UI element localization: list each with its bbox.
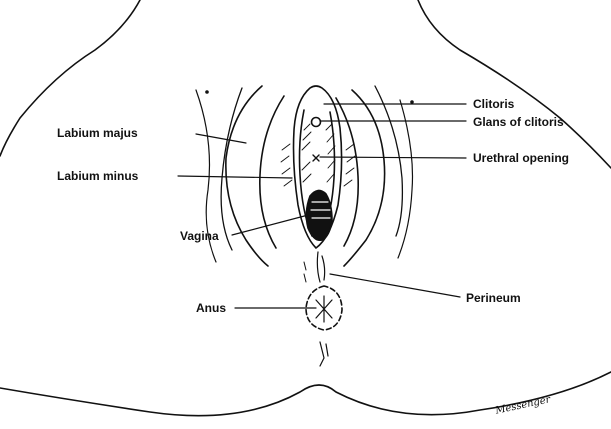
- vaginal-opening: [306, 190, 332, 240]
- anus-center: [316, 296, 332, 322]
- urethral-opening: [313, 155, 319, 161]
- label-vagina: Vagina: [180, 229, 219, 243]
- label-glans-of-clitoris: Glans of clitoris: [473, 115, 564, 129]
- label-anus: Anus: [196, 301, 226, 315]
- glans-of-clitoris: [312, 118, 321, 127]
- leader-labium-minus: [178, 176, 292, 178]
- leader-perineum: [330, 274, 460, 297]
- leader-labium-majus: [196, 134, 246, 143]
- right-inguinal-line: [398, 100, 413, 258]
- lower-raphe: [320, 342, 328, 366]
- label-clitoris: Clitoris: [473, 97, 514, 111]
- right-thigh-outline: [418, 0, 611, 168]
- label-labium-minus: Labium minus: [57, 169, 138, 183]
- left-labium-majus-inner: [260, 96, 284, 248]
- left-labium-majus-outline: [226, 86, 268, 266]
- leader-vagina: [232, 214, 312, 235]
- hatching: [281, 124, 355, 186]
- right-labium-majus-outline: [344, 90, 385, 266]
- label-urethral-opening: Urethral opening: [473, 151, 569, 165]
- label-perineum: Perineum: [466, 291, 521, 305]
- perineum-raphe: [317, 252, 324, 282]
- label-labium-majus: Labium majus: [57, 126, 138, 140]
